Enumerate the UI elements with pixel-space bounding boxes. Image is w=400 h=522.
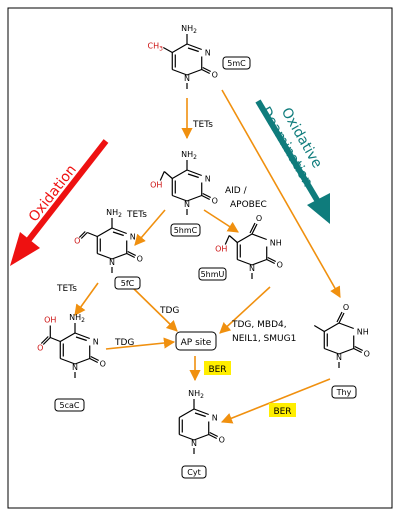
svg-text:O: O — [256, 214, 262, 223]
label-5hmU: 5hmU — [201, 270, 225, 279]
pathway-arrows — [74, 89, 341, 424]
compound-labels: 5mC 5hmC 5fC 5hmU 5caC Thy Cyt — [54, 56, 357, 479]
svg-text:O: O — [100, 360, 106, 369]
svg-text:NH2: NH2 — [181, 24, 197, 35]
edge-labels: TETs TETs TETs AID / APOBEC TDG TDG TDG,… — [56, 120, 296, 348]
arrow-5hmU-ap — [219, 286, 271, 334]
svg-text:N: N — [249, 264, 255, 273]
label-cyt: Cyt — [187, 468, 200, 477]
svg-text:N: N — [109, 258, 115, 267]
oxidative-deamination-arrow — [255, 99, 330, 224]
svg-text:O: O — [364, 350, 370, 359]
svg-text:NH: NH — [357, 328, 369, 337]
svg-text:NH2: NH2 — [181, 150, 197, 161]
svg-text:O: O — [74, 237, 80, 246]
ber-badge-2: BER — [269, 403, 296, 417]
arrow-5hmC-5fC — [134, 209, 166, 246]
svg-text:NH2: NH2 — [69, 313, 85, 324]
svg-text:N: N — [130, 233, 136, 242]
svg-text:O: O — [212, 71, 218, 80]
svg-text:N: N — [191, 439, 197, 448]
svg-text:O: O — [219, 436, 225, 445]
label-5fC: 5fC — [121, 279, 135, 288]
oxidation-label: Oxidation — [26, 162, 80, 225]
label-ap-site: AP site — [181, 338, 212, 348]
arrow-5mC-thy — [221, 89, 341, 298]
label-5caC: 5caC — [60, 401, 80, 410]
arrow-thy-cyt — [220, 378, 331, 424]
svg-text:N: N — [72, 363, 78, 372]
svg-text:OH: OH — [150, 181, 162, 190]
ber-badge-1: BER — [204, 361, 231, 375]
label-5mC: 5mC — [227, 59, 246, 68]
ber-label-2: BER — [273, 407, 291, 417]
svg-text:O: O — [37, 344, 43, 353]
molecule-thy: NH N O O — [313, 303, 370, 368]
svg-text:N: N — [205, 175, 211, 184]
label-thy: Thy — [336, 388, 352, 397]
edge-label-glycosylases-2: NEIL1, SMUG1 — [232, 334, 296, 344]
svg-text:NH2: NH2 — [106, 208, 122, 219]
svg-text:O: O — [137, 255, 143, 264]
svg-text:OH: OH — [215, 245, 227, 254]
svg-text:O: O — [343, 303, 349, 312]
edge-label-tets-1: TETs — [192, 120, 213, 130]
svg-text:N: N — [336, 353, 342, 362]
svg-text:N: N — [93, 338, 99, 347]
svg-text:O: O — [277, 261, 283, 270]
arrow-5hmC-5hmU — [203, 209, 239, 233]
svg-text:N: N — [205, 49, 211, 58]
svg-text:O: O — [212, 197, 218, 206]
molecule-5hmU: NH N O O OH — [215, 214, 283, 279]
arrow-5fC-5caC — [74, 282, 99, 316]
edge-label-glycosylases-1: TDG, MBD4, — [231, 320, 287, 330]
label-5hmC: 5hmC — [174, 226, 198, 235]
ber-label-1: BER — [208, 365, 226, 375]
svg-text:N: N — [184, 74, 190, 83]
edge-label-tdg-2: TDG — [114, 338, 134, 348]
svg-text:CH3: CH3 — [148, 42, 164, 53]
edge-label-apobec: APOBEC — [230, 200, 267, 210]
edge-label-tets-2: TETs — [126, 210, 147, 220]
arrow-5caC-ap — [105, 337, 176, 350]
ap-site-node: AP site — [175, 331, 217, 351]
svg-text:N: N — [212, 414, 218, 423]
arrow-5fC-ap — [131, 286, 178, 332]
svg-text:NH2: NH2 — [188, 389, 204, 400]
oxidation-arrow — [10, 139, 109, 266]
molecule-5caC: N N O NH2 OH O — [37, 313, 106, 378]
edge-label-tdg-1: TDG — [159, 306, 179, 316]
edge-label-aid: AID / — [225, 186, 248, 196]
svg-text:NH: NH — [270, 239, 282, 248]
svg-text:N: N — [184, 200, 190, 209]
figure-border — [7, 7, 393, 509]
svg-text:OH: OH — [44, 316, 56, 325]
molecule-cyt: N N O NH2 — [178, 389, 225, 454]
edge-label-tets-3: TETs — [56, 284, 77, 294]
